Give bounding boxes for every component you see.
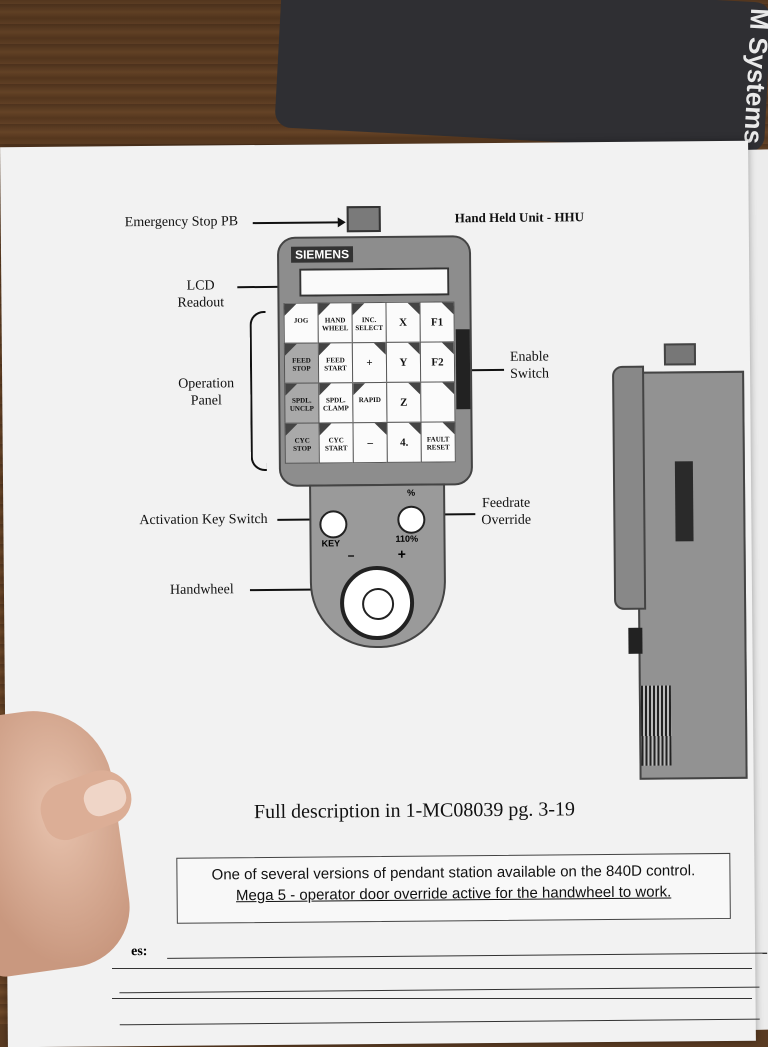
key-spdl-clamp: SPDL. CLAMP [318,382,354,424]
label-enable-switch: Enable Switch [509,349,550,382]
key-spdl-unclp: SPDL. UNCLP [284,382,320,424]
caption: Full description in 1-MC08039 pg. 3-19 [253,798,576,824]
key-feed-stop: FEED STOP [283,342,320,384]
label-emergency-stop: Emergency Stop PB [124,214,239,231]
side-grip [640,685,672,766]
key-jog: JOG [283,302,319,344]
label-hhu: Hand Held Unit - HHU [454,209,585,226]
key-label: KEY [321,538,341,549]
siemens-logo: SIEMENS [290,246,354,263]
key-fault-reset: FAULT RESET [420,421,456,463]
note-line [119,986,760,994]
handwheel-dial [339,565,415,641]
label-feedrate-override: Feedrate Override [481,495,532,529]
info-line-2: Mega 5 - operator door override active f… [235,883,672,905]
note-line [119,1018,760,1026]
key-minus: – [352,421,388,464]
note-line [112,998,752,999]
key-feed-start: FEED START [317,342,354,384]
wheel-plus: + [397,545,406,562]
label-lcd: LCD Readout [177,278,225,311]
side-knob [628,627,643,654]
arrow-enable-switch [468,368,505,372]
override-symbol: % [407,487,416,498]
handwheel-hub [361,587,395,621]
info-box: One of several versions of pendant stati… [176,852,731,924]
wheel-minus: – [347,548,355,563]
key-f2: F2 [419,341,456,383]
notes-label: es: [131,944,148,960]
note-line [167,952,768,959]
override-value: 110% [395,533,419,544]
arrow-emergency-stop [252,221,339,225]
label-operation-panel: Operation Panel [178,376,235,409]
feedrate-override-knob [397,505,426,534]
key-z: Z [386,381,422,423]
key-rapid: RAPID [352,381,388,424]
key-cyc-stop: CYC STOP [284,422,320,464]
label-handwheel: Handwheel [169,582,234,598]
background-device: M Systems [274,0,768,153]
key-blank [420,381,456,423]
pendant-body: SIEMENS JOG HAND WHEEL INC. SELECT X F1 … [276,235,474,487]
emergency-stop-button [346,205,381,233]
side-slot [674,461,694,542]
key-inc-select: INC. SELECT [351,301,387,344]
side-front [612,365,647,610]
key-y: Y [385,341,422,383]
enable-switch [455,329,471,410]
key-4: 4. [386,421,422,463]
pendant-lower-body: KEY % 110% – + [309,483,447,649]
side-emergency-stop [663,343,697,366]
label-activation-key: Activation Key Switch [139,511,268,529]
device-brand-text: M Systems [738,7,768,145]
key-hand-wheel: HAND WHEEL [317,302,353,344]
hhu-side-view [608,343,748,780]
lcd-readout [299,267,450,297]
operation-panel-brace [249,310,267,472]
key-cyc-start: CYC START [318,422,354,464]
info-line-1: One of several versions of pendant stati… [211,862,696,884]
activation-key-knob [319,510,348,539]
key-x: X [385,301,421,343]
note-line [112,968,752,969]
key-f1: F1 [419,301,455,343]
key-plus: + [351,341,388,384]
